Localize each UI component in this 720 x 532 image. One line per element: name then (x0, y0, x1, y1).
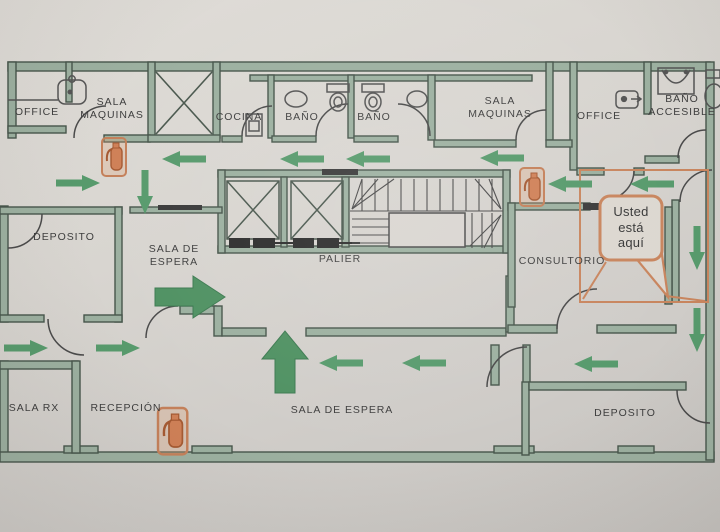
evacuation-arrows (4, 150, 705, 394)
evacuation-arrow-icon (630, 176, 674, 192)
elevator-icon (226, 180, 360, 248)
water-heater-icon (8, 75, 87, 105)
room-label-deposito-bottom-right: DEPOSITO (594, 407, 656, 419)
evacuation-arrow-icon (154, 275, 226, 319)
evacuation-arrow-icon (574, 356, 618, 372)
evacuation-arrow-icon (260, 330, 310, 394)
machine-room-shaft (155, 71, 213, 135)
room-label-bano-1: BAÑO (285, 111, 319, 123)
room-label-sala-maquinas-right: SALA MAQUINAS (468, 95, 532, 120)
toilet-icon (326, 83, 385, 112)
room-label-sala-de-espera-left: SALA DE ESPERA (148, 243, 200, 268)
accessible-sink-icon (657, 67, 695, 95)
corner-toilet-icon (704, 69, 720, 109)
room-label-bano-accesible: BAÑO ACCESIBLE (648, 93, 716, 118)
fire-extinguisher-icon (519, 167, 545, 207)
evacuation-arrow-icon (402, 355, 446, 371)
evacuation-arrow-icon (480, 150, 524, 166)
room-label-consultorio: CONSULTORIO (518, 255, 606, 267)
evacuation-arrow-icon (4, 340, 48, 356)
room-label-cocina: COCINA (215, 111, 263, 123)
stairs-icon (350, 178, 503, 249)
evacuation-arrow-icon (56, 175, 100, 191)
room-label-sala-rx: SALA RX (8, 402, 60, 414)
evacuation-arrow-icon (689, 226, 705, 270)
room-label-recepcion: RECEPCIÓN (90, 402, 162, 414)
evacuation-arrow-icon (162, 151, 206, 167)
you-are-here-zone (579, 169, 709, 303)
you-are-here-label: Usted está aquí (613, 204, 649, 250)
fire-extinguisher-icon (156, 406, 189, 456)
room-label-office-top-left: OFFICE (14, 106, 60, 118)
evacuation-arrow-icon (96, 340, 140, 356)
fire-extinguisher-icon (101, 137, 127, 177)
room-label-palier: PALIER (318, 253, 362, 265)
evacuation-arrow-icon (548, 176, 592, 192)
electrical-panel-icon (615, 90, 643, 109)
room-label-office-top-right: OFFICE (576, 110, 622, 122)
evacuation-arrow-icon (346, 151, 390, 167)
evacuation-arrow-icon (689, 308, 705, 352)
you-are-here-bubble (598, 194, 664, 262)
room-label-sala-de-espera-bottom: SALA DE ESPERA (290, 404, 394, 416)
evacuation-arrow-icon (319, 355, 363, 371)
kitchen-sink-icon (245, 113, 263, 137)
room-label-deposito-left: DEPOSITO (33, 231, 95, 243)
room-label-bano-2: BAÑO (357, 111, 391, 123)
room-label-sala-maquinas-left: SALA MAQUINAS (80, 96, 144, 121)
evacuation-arrow-icon (280, 151, 324, 167)
thresholds (158, 169, 605, 210)
sink-icon (284, 90, 428, 108)
